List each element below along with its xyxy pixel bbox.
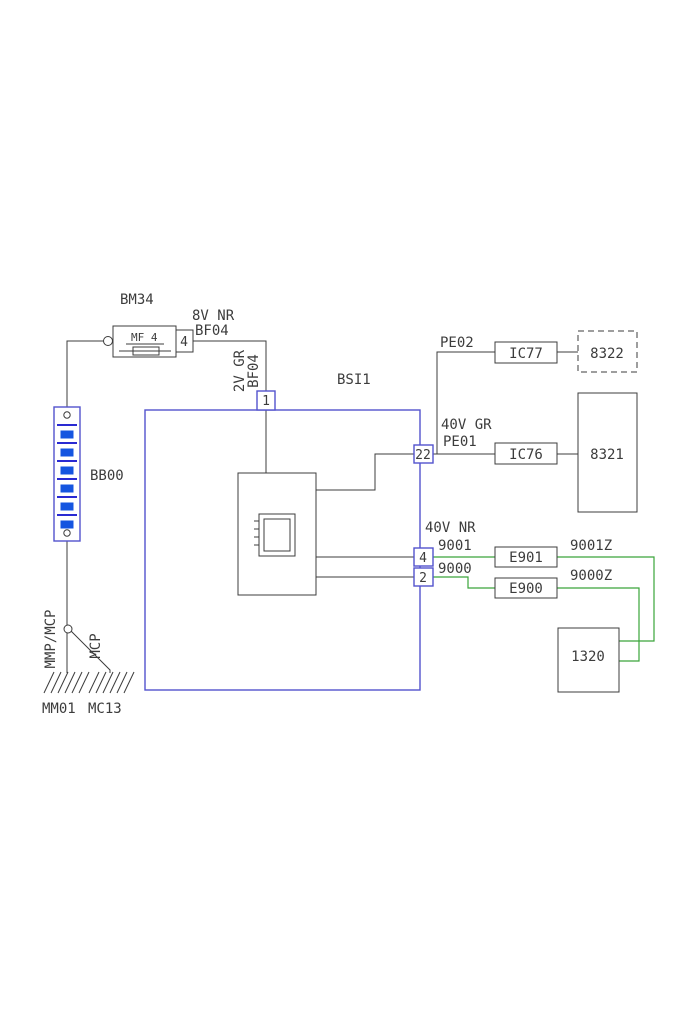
component-bsi1: BSI1 1 22 4 2 <box>144 372 434 691</box>
wire-bm34-to-battery <box>66 340 104 407</box>
ground-hatch-line <box>71 671 83 694</box>
battery-cell <box>60 484 74 493</box>
ic76-label: IC76 <box>509 447 543 463</box>
ground-hatch-line <box>57 671 69 694</box>
component-bm34: BM34 MF 4 4 8V NR BF04 <box>103 292 235 358</box>
battery-cell <box>60 466 74 475</box>
bm34-terminal-circle <box>103 336 113 346</box>
ic77-box <box>494 341 558 364</box>
ground-point-mm01: MM01 <box>42 701 76 717</box>
ground-junction-circle <box>63 624 73 634</box>
bsi1-pin4-number: 4 <box>419 551 427 566</box>
battery-outline <box>53 406 81 542</box>
battery-terminal-bottom <box>63 529 71 537</box>
wire-bf04 <box>193 340 267 391</box>
ground-hatch-line <box>116 671 128 694</box>
chip-symbol-inner <box>263 518 291 552</box>
ground-hatch-line <box>95 671 107 694</box>
ground-hatch-line <box>64 671 76 694</box>
ground-point-mc13: MC13 <box>88 701 122 717</box>
bm34-label: BM34 <box>120 292 154 308</box>
component-8322-box <box>577 330 638 373</box>
bsi1-pin22-number: 22 <box>415 448 431 463</box>
bsi1-pin2-box <box>413 567 434 587</box>
ground-label-mmp-mcp: MMP/MCP <box>43 609 59 668</box>
e900-box <box>494 577 558 599</box>
fuse-label: MF 4 <box>131 331 158 344</box>
wire-label-2v-gr: 2V GR <box>232 349 248 392</box>
wire-pin22-internal <box>316 453 414 491</box>
wire-label-pe01: PE01 <box>443 434 477 450</box>
battery-cell <box>60 520 74 529</box>
wire-label-bf04-vertical: BF04 <box>246 354 262 388</box>
wire-label-9000: 9000 <box>438 561 472 577</box>
right-side: PE02 IC77 8322 40V GR PE01 IC76 8321 40V… <box>425 330 638 693</box>
e900-label: E900 <box>509 581 543 597</box>
wire-pe02 <box>436 351 495 454</box>
wire-label-40v-nr: 40V NR <box>425 520 476 536</box>
wire-label-9001z: 9001Z <box>570 538 612 554</box>
bsi1-box <box>144 409 421 691</box>
component-1320-label: 1320 <box>571 649 605 665</box>
ground-symbol-mc13 <box>88 671 135 694</box>
bsi1-pin22-box <box>413 444 434 464</box>
bsi1-pin1-number: 1 <box>262 394 270 409</box>
battery-cell <box>60 430 74 439</box>
ground-hatch-line <box>50 671 62 694</box>
wire-label-8v-nr: 8V NR <box>192 308 235 324</box>
wire-label-9001: 9001 <box>438 538 472 554</box>
ground-symbol-mm01 <box>43 671 90 694</box>
bsi1-pin1-box <box>256 390 276 411</box>
bsi1-pin4-box <box>413 547 434 567</box>
bsi1-inner-box <box>237 472 317 596</box>
component-8321-box <box>577 392 638 513</box>
ground-hatch-line <box>109 671 121 694</box>
component-1320-box <box>557 627 620 693</box>
bm34-pin-box <box>175 329 194 353</box>
component-bb00-battery: BB00 <box>53 406 124 542</box>
e901-box <box>494 546 558 568</box>
wire-9000 <box>433 576 495 589</box>
e901-label: E901 <box>509 550 543 566</box>
battery-cell <box>60 448 74 457</box>
wire-label-40v-gr: 40V GR <box>441 417 492 433</box>
ground-area: MMP/MCP MCP MM01 MC13 <box>42 609 135 717</box>
ground-hatch-line <box>123 671 135 694</box>
ground-hatch-line <box>88 671 100 694</box>
battery-cell <box>60 502 74 511</box>
ground-label-mcp: MCP <box>88 633 104 658</box>
bm34-pin-number: 4 <box>180 335 188 350</box>
bsi1-label: BSI1 <box>337 372 371 388</box>
ground-hatch-line <box>102 671 114 694</box>
wire-9000z <box>557 587 640 662</box>
ground-hatch-line <box>78 671 90 694</box>
wire-label-pe02: PE02 <box>440 335 474 351</box>
component-8322-label: 8322 <box>590 346 624 362</box>
wire-branch-to-mcp-ground <box>70 630 111 673</box>
ic76-box <box>494 442 558 465</box>
wires-green <box>433 556 655 662</box>
wire-label-9000z: 9000Z <box>570 568 612 584</box>
bb00-label: BB00 <box>90 468 124 484</box>
ground-hatch-line <box>43 671 55 694</box>
wire-label-bf04: BF04 <box>195 323 229 339</box>
bsi1-pin2-number: 2 <box>419 571 427 586</box>
battery-terminal-top <box>63 411 71 419</box>
wires-black <box>66 340 578 673</box>
chip-symbol <box>258 513 296 557</box>
ic77-label: IC77 <box>509 346 543 362</box>
fuse-symbol <box>132 346 160 356</box>
wire-9001z <box>557 556 655 642</box>
component-8321-label: 8321 <box>590 447 624 463</box>
